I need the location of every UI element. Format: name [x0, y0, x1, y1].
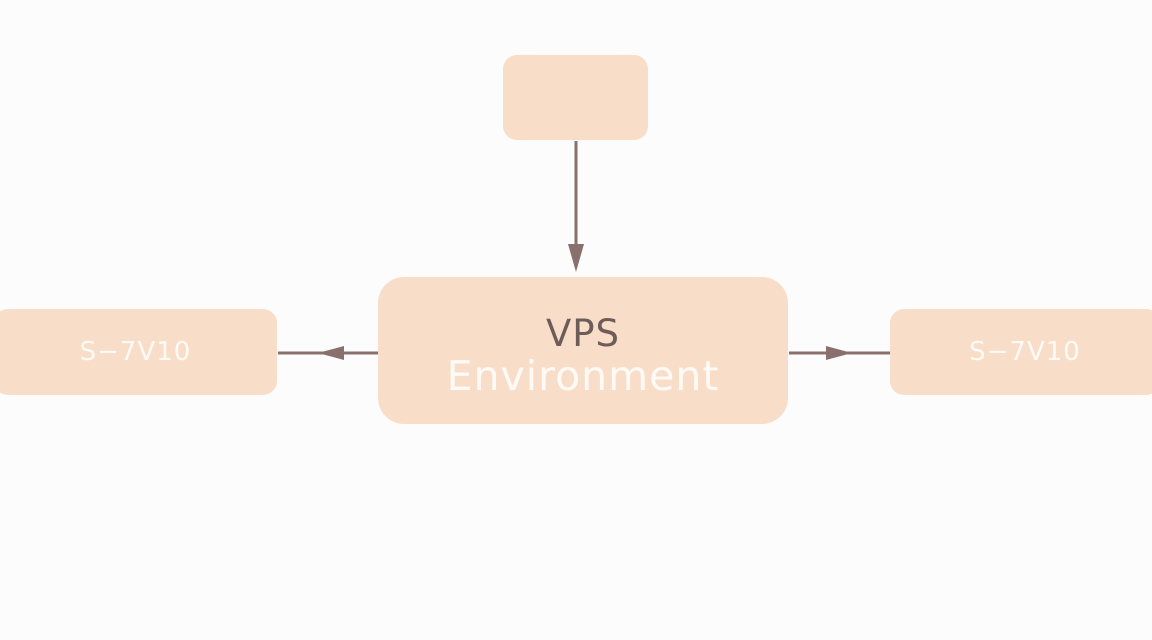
center-node-subtitle: Environment [446, 351, 720, 400]
left-node-label: S−7V10 [79, 337, 192, 367]
arrowhead-right [826, 346, 852, 360]
right-node: S−7V10 [890, 309, 1152, 395]
arrowhead-left [318, 346, 344, 360]
left-node: S−7V10 [0, 309, 277, 395]
center-node: VPS Environment [378, 277, 788, 424]
center-node-title: VPS [545, 311, 621, 355]
top-node [503, 55, 648, 140]
right-node-label: S−7V10 [969, 337, 1081, 367]
arrowhead-down [568, 244, 584, 272]
